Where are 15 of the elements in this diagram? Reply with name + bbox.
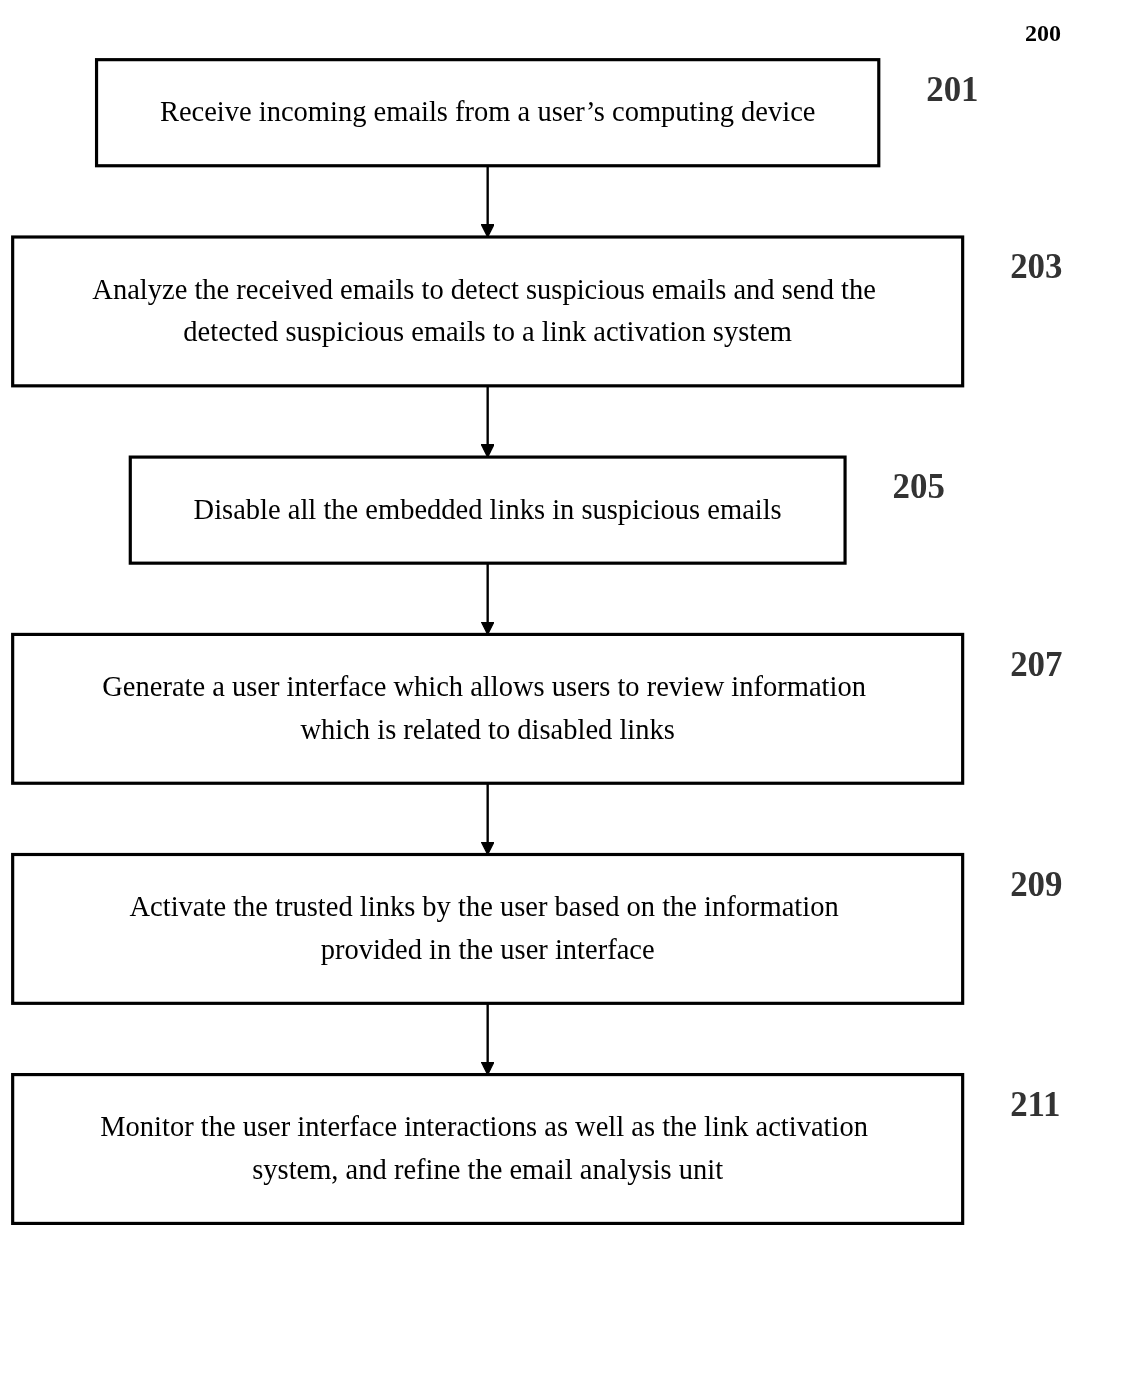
node-box: Generate a user interface which allows users to review information which is related to disabled links	[11, 632, 965, 785]
arrow	[480, 165, 495, 238]
figure-number: 200	[1024, 20, 1061, 47]
node-box: Analyze the received emails to detect suspicious emails and send the detected suspicious emails to a link activation system	[11, 235, 965, 388]
reference-numeral: 205	[892, 467, 945, 507]
node-box: Receive incoming emails from a user’s computing device	[94, 58, 881, 168]
node-box: Activate the trusted links by the user based on the information provided in the user interface	[11, 852, 965, 1005]
reference-numeral: 207	[1010, 644, 1063, 684]
reference-numeral: 209	[1010, 864, 1063, 904]
node-box: Disable all the embedded links in suspicious emails	[128, 455, 847, 565]
node-box: Monitor the user interface interactions as well as the link activation system, and refine the email analysis unit	[11, 1073, 965, 1225]
reference-numeral: 201	[926, 69, 979, 109]
reference-numeral: 211	[1010, 1084, 1061, 1124]
reference-numeral: 203	[1010, 247, 1063, 287]
arrow	[480, 385, 495, 458]
